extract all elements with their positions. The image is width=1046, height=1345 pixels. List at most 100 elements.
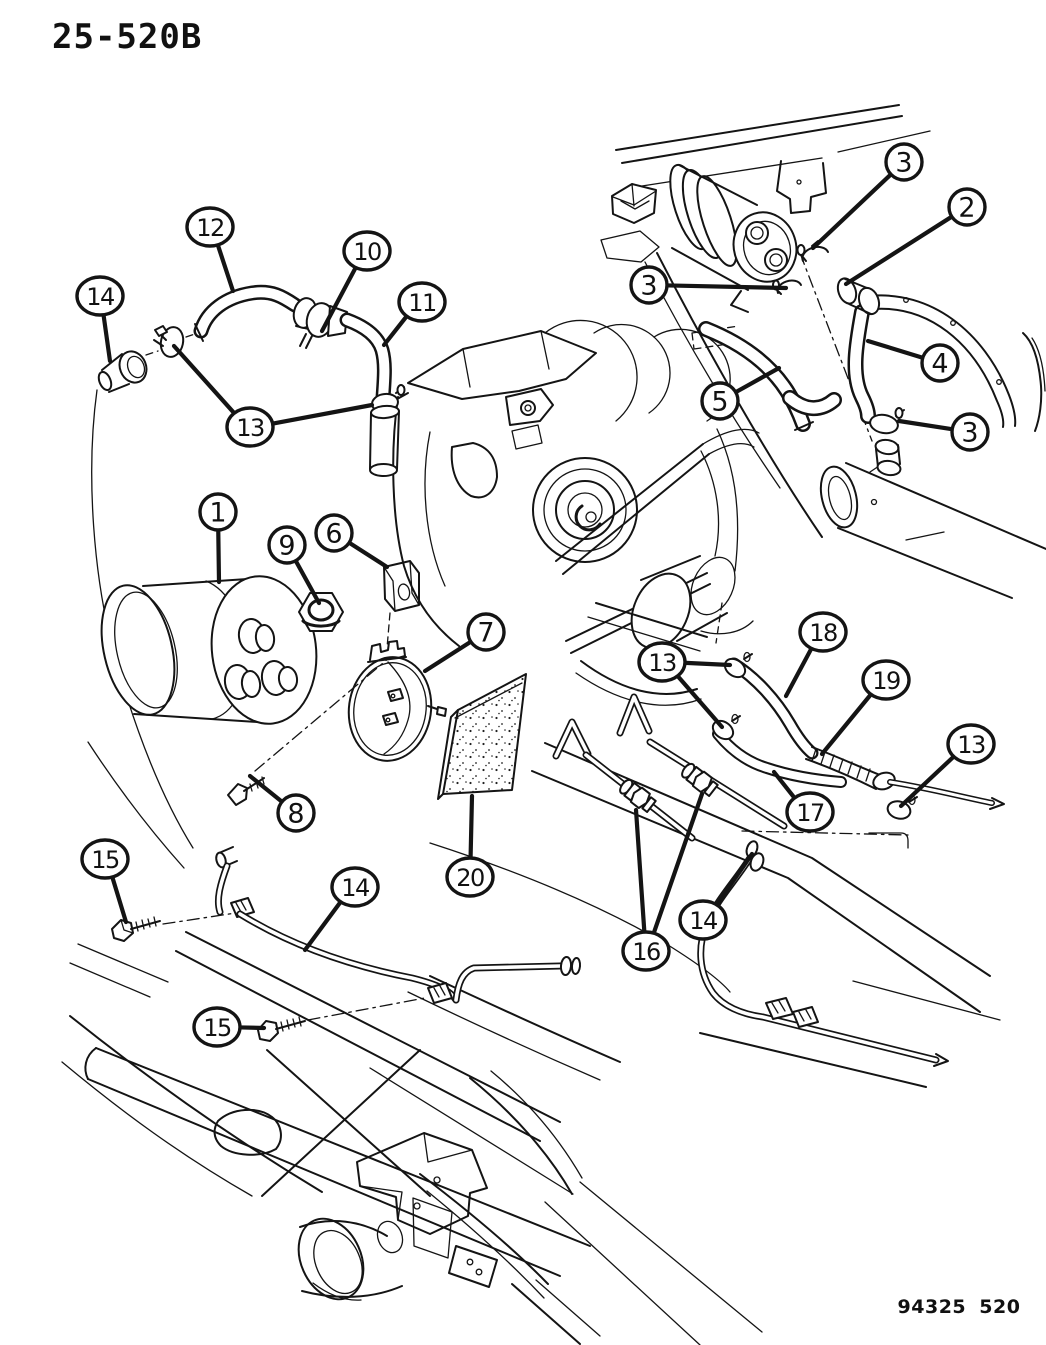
callout-circle bbox=[276, 793, 316, 833]
callout-number: 3 bbox=[640, 271, 657, 302]
callout-14-26: 14 bbox=[678, 851, 755, 941]
callout-leader-line bbox=[271, 402, 375, 426]
callout-number: 13 bbox=[957, 731, 985, 759]
callout-leader-line bbox=[898, 755, 956, 809]
callout-circle bbox=[950, 412, 990, 452]
callout-circle bbox=[700, 381, 740, 421]
callout-13-20: 13 bbox=[637, 641, 733, 730]
callout-3-5: 3 bbox=[810, 142, 924, 251]
callout-leader-line bbox=[683, 660, 733, 668]
callout-leader-line bbox=[819, 693, 873, 757]
screw-15b-art bbox=[257, 997, 426, 1042]
callout-leader-line bbox=[247, 773, 284, 804]
vapor-canister-group bbox=[100, 560, 731, 993]
callout-leader-line bbox=[110, 875, 129, 925]
bay-hoses bbox=[698, 240, 905, 529]
callout-11-2: 11 bbox=[381, 281, 447, 348]
canister-1-art bbox=[100, 575, 318, 725]
callout-15-19: 15 bbox=[192, 1006, 267, 1048]
callout-16-25: 16 bbox=[621, 791, 705, 972]
callout-leader-line bbox=[302, 900, 343, 953]
callout-12-0: 12 bbox=[185, 206, 236, 294]
callout-19-22: 19 bbox=[819, 659, 911, 757]
callout-number: 9 bbox=[278, 531, 295, 562]
callout-leader-line bbox=[783, 647, 814, 699]
callout-number: 11 bbox=[408, 289, 436, 317]
callout-number: 12 bbox=[196, 214, 224, 242]
quick-connect-16b-art bbox=[681, 762, 719, 797]
callout-leader-line bbox=[896, 418, 954, 432]
callout-leader-line bbox=[651, 791, 705, 935]
callout-circle bbox=[637, 641, 687, 683]
callout-leader-line bbox=[865, 338, 924, 360]
callout-17-24: 17 bbox=[771, 769, 835, 833]
callout-circle bbox=[946, 723, 996, 765]
bottom-left-frame bbox=[61, 846, 763, 1345]
callout-4-8: 4 bbox=[865, 338, 960, 383]
callout-15-17: 15 bbox=[80, 838, 130, 925]
callout-circle bbox=[785, 791, 835, 833]
callout-circle bbox=[198, 492, 238, 532]
bracket-6-art bbox=[383, 560, 420, 649]
callout-number: 19 bbox=[872, 667, 900, 695]
callout-leader-line bbox=[843, 215, 954, 287]
callout-circle bbox=[678, 899, 728, 941]
callout-leader-line bbox=[665, 283, 789, 291]
callout-13-23: 13 bbox=[898, 723, 996, 809]
quick-connect-16-art bbox=[619, 778, 657, 813]
callout-circle bbox=[185, 206, 235, 248]
callout-1-11: 1 bbox=[198, 492, 238, 585]
figure-number: 25-520B bbox=[52, 17, 202, 57]
callout-leader-line bbox=[216, 243, 236, 294]
callout-circle bbox=[920, 343, 960, 383]
callout-number: 2 bbox=[958, 193, 975, 224]
callout-circle bbox=[225, 406, 275, 448]
callout-3-10: 3 bbox=[896, 412, 990, 452]
callout-number: 14 bbox=[341, 874, 369, 902]
top-left-hose-assembly bbox=[87, 284, 409, 869]
callout-2-6: 2 bbox=[843, 187, 987, 287]
callout-18-21: 18 bbox=[783, 611, 848, 699]
callout-leader-line bbox=[216, 528, 222, 585]
callout-number: 3 bbox=[895, 148, 912, 179]
callout-leader-line bbox=[238, 1025, 267, 1031]
callout-7-14: 7 bbox=[422, 612, 506, 674]
callout-20-16: 20 bbox=[445, 793, 495, 898]
callout-circle bbox=[75, 275, 125, 317]
callout-number: 10 bbox=[353, 238, 381, 266]
callout-circle bbox=[267, 525, 307, 565]
callout-leader-line bbox=[171, 343, 236, 415]
callout-circle bbox=[621, 930, 671, 972]
callout-number: 14 bbox=[86, 283, 114, 311]
callout-number: 4 bbox=[931, 349, 948, 380]
callout-5-9: 5 bbox=[700, 365, 782, 421]
callout-circle bbox=[342, 230, 392, 272]
callout-3-7: 3 bbox=[629, 265, 789, 305]
callout-6-13: 6 bbox=[314, 513, 390, 570]
callout-circle bbox=[330, 866, 380, 908]
callout-leader-line bbox=[381, 314, 409, 348]
screw-15-art bbox=[111, 912, 237, 942]
callout-leader-line bbox=[771, 769, 797, 800]
callout-circle bbox=[629, 265, 669, 305]
clamp-band-7-art bbox=[347, 640, 447, 762]
callout-number: 15 bbox=[91, 846, 119, 874]
callout-13-4: 13 bbox=[171, 343, 375, 448]
callout-leader-line bbox=[676, 674, 725, 730]
tube-14-art bbox=[214, 846, 582, 1004]
callout-leader-line bbox=[422, 640, 473, 674]
callout-leader-line bbox=[810, 172, 893, 251]
callout-number: 16 bbox=[632, 938, 660, 966]
callout-leader-line bbox=[734, 365, 782, 394]
filter-20-art bbox=[437, 673, 527, 800]
callout-14-3: 14 bbox=[75, 275, 125, 364]
callout-9-12: 9 bbox=[267, 525, 322, 606]
callout-number: 5 bbox=[711, 387, 728, 418]
air-pump bbox=[669, 163, 873, 442]
callout-10-1: 10 bbox=[319, 230, 392, 334]
callout-circle bbox=[80, 838, 130, 880]
callout-14-18: 14 bbox=[302, 866, 380, 953]
